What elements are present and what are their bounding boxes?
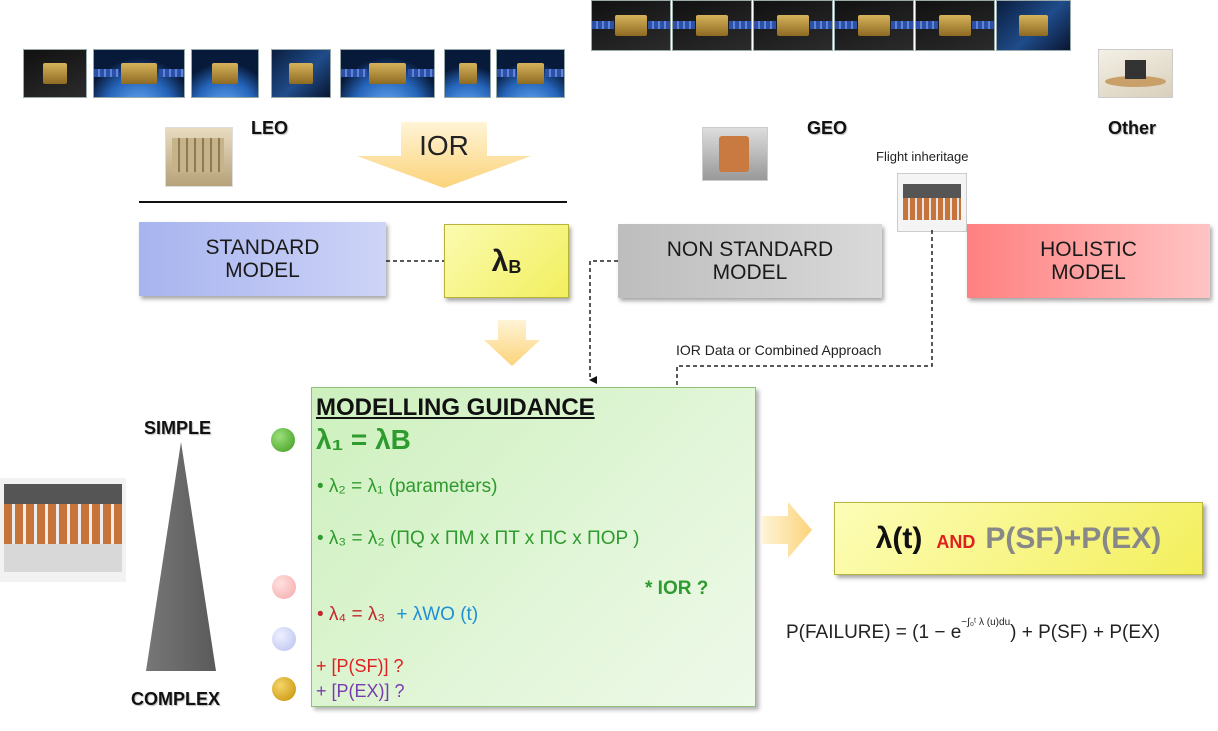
non-standard-model-box: NON STANDARD MODEL bbox=[618, 224, 882, 298]
complex-label: COMPLEX bbox=[131, 689, 221, 709]
failure-formula: P(FAILURE) = (1 − e−∫₀ᵗ λ (u)du) + P(SF)… bbox=[786, 617, 1161, 644]
equation-lambda-4-base: • λ₄ = λ₃ bbox=[317, 604, 386, 625]
lambda-t-label: λ(t) bbox=[875, 521, 923, 555]
and-label: AND bbox=[936, 532, 976, 552]
equation-lambda-3: • λ₃ = λ₂ (ΠQ x ΠM x ΠT x ΠC x ΠOP ) bbox=[317, 528, 640, 549]
probabilities-label: P(SF)+P(EX) bbox=[985, 521, 1162, 555]
green-level-dot bbox=[271, 428, 295, 452]
geo-satellite-image-6 bbox=[996, 0, 1071, 51]
leo-satellite-image-5 bbox=[340, 49, 435, 98]
leo-satellite-image-3 bbox=[191, 49, 259, 98]
equipment-unit-image bbox=[0, 478, 126, 582]
leo-satellite-image-1 bbox=[23, 49, 87, 98]
leo-label: LEO bbox=[251, 118, 289, 138]
ior-question: * IOR ? bbox=[645, 578, 709, 599]
gold-level-dot bbox=[272, 677, 296, 701]
lambda-b-symbol: λ bbox=[491, 244, 509, 278]
blue-level-dot bbox=[272, 627, 296, 651]
complexity-triangle bbox=[146, 442, 216, 671]
geo-equipment-image bbox=[702, 127, 768, 181]
other-probe-image bbox=[1098, 49, 1173, 98]
ior-down-arrow bbox=[357, 122, 531, 188]
leo-satellite-image-6 bbox=[444, 49, 491, 98]
equation-lambda-2: • λ₂ = λ₁ (parameters) bbox=[317, 476, 498, 497]
equation-lambda-wo: + λWO (t) bbox=[396, 604, 479, 625]
lambda-b-subscript: B bbox=[508, 256, 522, 277]
geo-satellite-image-2 bbox=[672, 0, 752, 51]
failure-formula-rhs: ) + P(SF) + P(EX) bbox=[1010, 622, 1161, 643]
geo-satellite-image-3 bbox=[753, 0, 833, 51]
failure-formula-lhs: P(FAILURE) = (1 − e bbox=[786, 622, 962, 643]
other-label: Other bbox=[1108, 118, 1157, 138]
failure-formula-exponent: −∫₀ᵗ λ (u)du bbox=[961, 616, 1011, 628]
geo-satellite-image-5 bbox=[915, 0, 995, 51]
right-arrow bbox=[762, 502, 812, 558]
geo-satellite-image-1 bbox=[591, 0, 671, 51]
divider-line bbox=[139, 201, 567, 203]
geo-satellite-image-4 bbox=[834, 0, 914, 51]
ior-data-note: IOR Data or Combined Approach bbox=[676, 342, 882, 358]
equation-lambda-4: • λ₄ = λ₃ + λWO (t) bbox=[317, 604, 478, 626]
ior-arrow-label: IOR bbox=[419, 130, 469, 161]
psf-term: + [P(SF)] ? bbox=[316, 656, 404, 676]
equation-lambda-1: λ₁ = λB bbox=[316, 424, 411, 455]
leo-satellite-image-7 bbox=[496, 49, 565, 98]
equipment-box-image bbox=[165, 127, 233, 187]
standard-model-label: STANDARD MODEL bbox=[205, 236, 320, 282]
flight-inheritage-label: Flight inheritage bbox=[876, 149, 969, 164]
result-box: λ(t) AND P(SF)+P(EX) bbox=[834, 502, 1203, 575]
modelling-guidance-title: MODELLING GUIDANCE bbox=[316, 394, 595, 421]
red-level-dot bbox=[272, 575, 296, 599]
holistic-model-box: HOLISTIC MODEL bbox=[967, 224, 1210, 298]
holistic-model-label: HOLISTIC MODEL bbox=[1040, 238, 1137, 284]
non-standard-model-label: NON STANDARD MODEL bbox=[666, 238, 834, 284]
modelling-guidance-box bbox=[311, 387, 756, 707]
small-down-arrow bbox=[484, 320, 540, 366]
simple-label: SIMPLE bbox=[144, 418, 212, 438]
geo-label: GEO bbox=[807, 118, 848, 138]
leo-satellite-image-2 bbox=[93, 49, 185, 98]
leo-satellite-image-4 bbox=[271, 49, 331, 98]
pex-term: + [P(EX)] ? bbox=[316, 681, 405, 701]
standard-model-box: STANDARD MODEL bbox=[139, 222, 386, 296]
